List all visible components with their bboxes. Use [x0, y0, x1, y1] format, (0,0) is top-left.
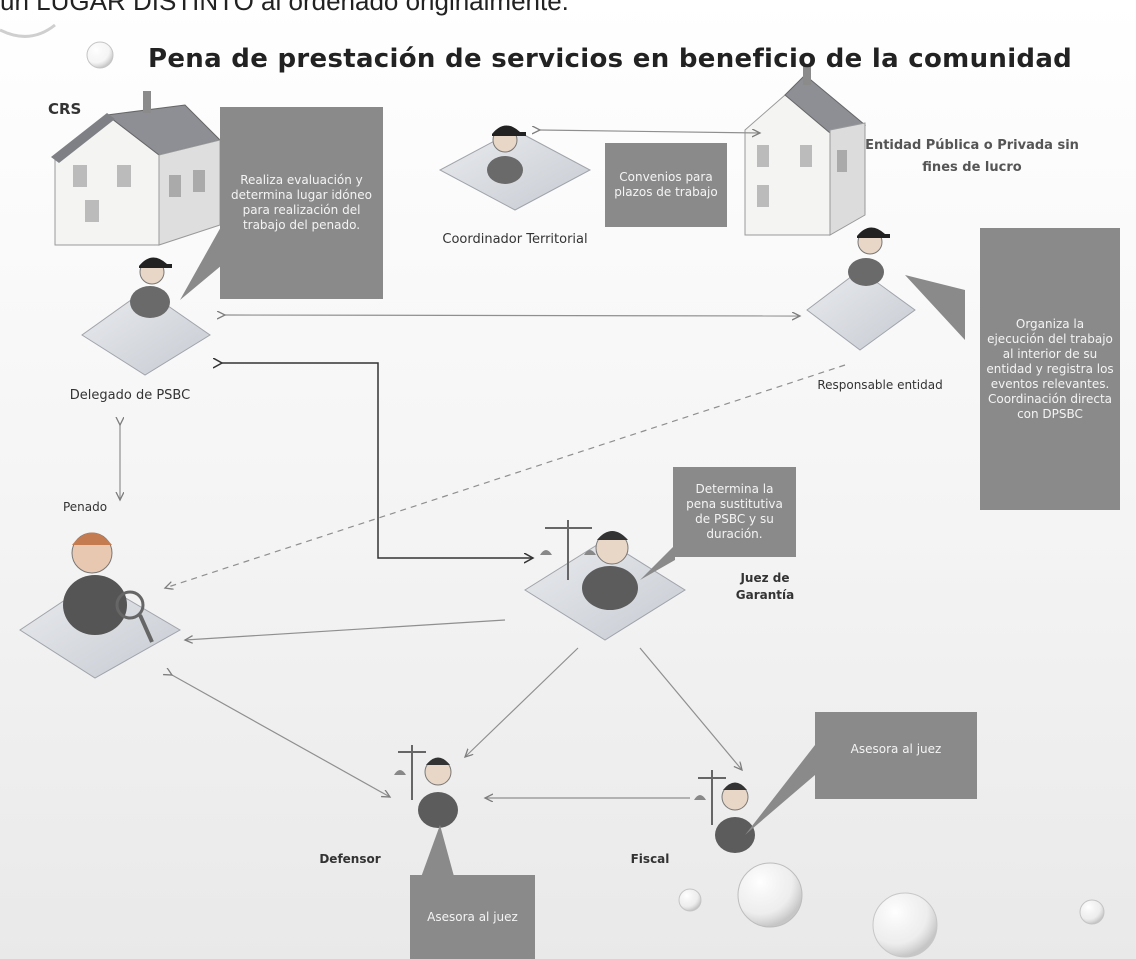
delegado-juez-arrow	[222, 363, 533, 558]
label-responsable: Responsable entidad	[817, 378, 943, 392]
callout-convenios: Convenios para plazos de trabajo	[605, 143, 727, 227]
decorative-bubbles	[0, 23, 1105, 958]
callout-asesora-defensor-text: Asesora al juez	[427, 909, 518, 924]
callout-convenios-text: Convenios para plazos de trabajo	[614, 170, 718, 199]
fiscal-figure-icon	[694, 770, 755, 853]
top-text: un LUGAR DISTINTO al ordenado originalme…	[0, 0, 569, 16]
label-fiscal: Fiscal	[630, 852, 670, 866]
callout-evaluacion: Realiza evaluación y determina lugar idó…	[220, 107, 383, 299]
diagram-title: Pena de prestación de servicios en benef…	[148, 44, 1073, 74]
callout-organiza: Organiza la ejecución del trabajo al int…	[980, 228, 1120, 510]
label-juez: Juez de Garantía	[735, 571, 795, 602]
entidad-house-icon	[744, 65, 867, 236]
coordinador-figure-icon	[438, 125, 592, 211]
label-defensor: Defensor	[319, 852, 381, 866]
label-entidad: Entidad Pública o Privada sin fines de l…	[865, 138, 1079, 175]
callout-tails	[180, 225, 965, 880]
label-crs: CRS	[48, 100, 82, 118]
label-coordinador: Coordinador Territorial	[442, 232, 588, 247]
delegado-figure-icon	[81, 257, 211, 376]
defensor-figure-icon	[394, 745, 458, 828]
callout-determina-text: Determina la pena sustitutiva de PSBC y …	[686, 482, 783, 541]
callout-asesora-fiscal-text: Asesora al juez	[850, 742, 942, 756]
penado-figure-icon	[19, 532, 182, 679]
callout-asesora-fiscal: Asesora al juez	[815, 712, 977, 799]
responsable-figure-icon	[806, 227, 916, 351]
callout-evaluacion-text: Realiza evaluación y determina lugar idó…	[231, 173, 372, 232]
label-delegado: Delegado de PSBC	[69, 388, 191, 403]
label-penado: Penado	[62, 500, 108, 514]
callout-asesora-defensor: Asesora al juez	[410, 875, 535, 959]
callout-determina: Determina la pena sustitutiva de PSBC y …	[673, 467, 796, 557]
crs-house-icon	[51, 91, 221, 246]
callout-organiza-text: Organiza la ejecución del trabajo al int…	[986, 316, 1114, 421]
juez-figure-icon	[524, 520, 686, 641]
